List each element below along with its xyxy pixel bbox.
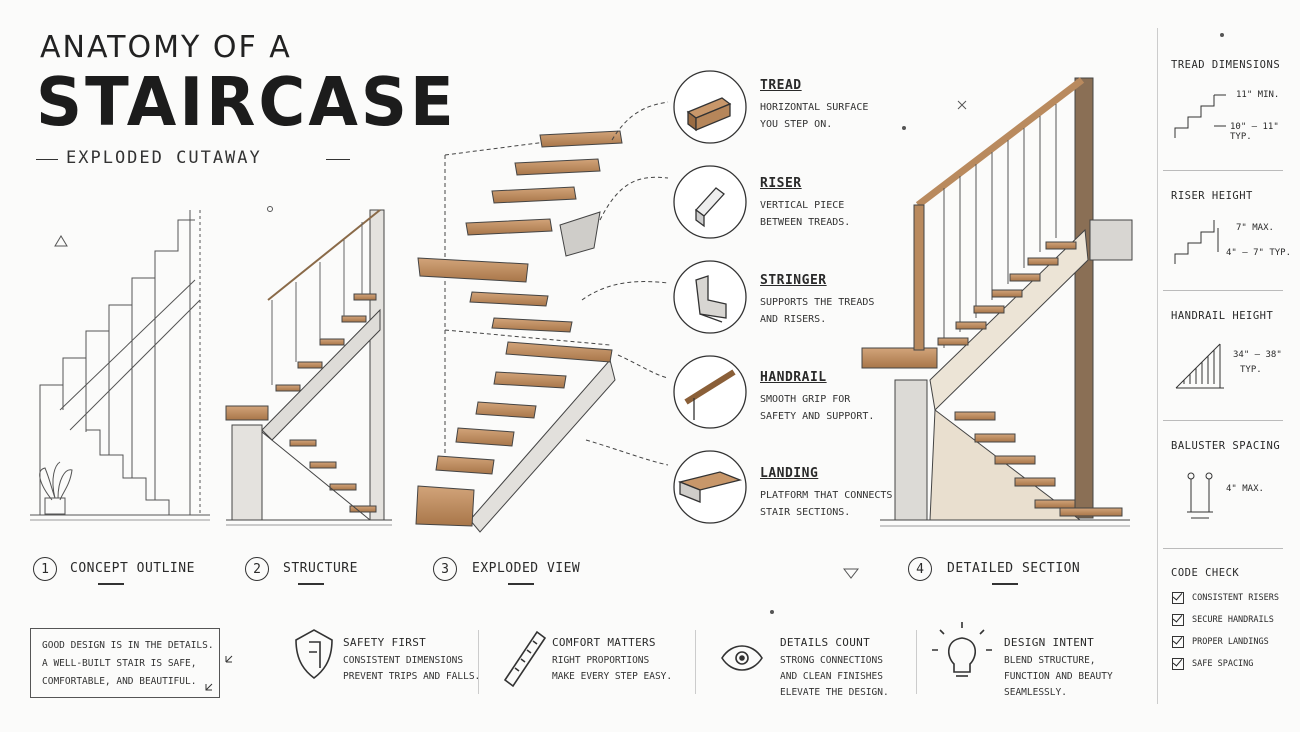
principle-desc: MAKE EVERY STEP EASY. — [552, 671, 673, 682]
component-desc: HORIZONTAL SURFACE YOU STEP ON. — [760, 102, 869, 130]
sidebar-separator — [1163, 170, 1283, 171]
component-desc: VERTICAL PIECE BETWEEN TREADS. — [760, 200, 851, 228]
principle-desc: AND CLEAN FINISHES — [780, 671, 883, 682]
component-landing: LANDING PLATFORM THAT CONNECTS STAIR SEC… — [760, 466, 900, 521]
component-riser: RISER VERTICAL PIECE BETWEEN TREADS. — [760, 176, 860, 231]
sidebar-tread-title: TREAD DIMENSIONS — [1171, 59, 1281, 71]
sidebar-tread-note: 11" MIN. — [1236, 90, 1280, 100]
code-check-item: CONSISTENT RISERS — [1172, 587, 1279, 609]
checkbox-checked-icon — [1172, 658, 1184, 670]
step-number: 3 — [433, 557, 457, 581]
structure-drawing — [225, 209, 392, 526]
principle-safety: SAFETY FIRST CONSISTENT DIMENSIONS PREVE… — [343, 636, 480, 685]
component-stringer: STRINGER SUPPORTS THE TREADS AND RISERS. — [760, 273, 875, 328]
step-label: EXPLODED VIEW — [472, 561, 581, 576]
principle-desc: STRONG CONNECTIONS — [780, 655, 883, 666]
component-icons — [673, 70, 747, 524]
quote-line: GOOD DESIGN IS IN THE DETAILS. — [42, 640, 214, 651]
principle-divider — [478, 630, 479, 694]
code-check-item: SECURE HANDRAILS — [1172, 609, 1279, 631]
title-line-1: ANATOMY OF A — [40, 30, 292, 65]
step-label: DETAILED SECTION — [947, 561, 1081, 576]
code-check-label: PROPER LANDINGS — [1192, 637, 1269, 647]
principle-divider — [695, 630, 696, 694]
code-check-label: SECURE HANDRAILS — [1192, 615, 1274, 625]
subtitle-rule — [326, 159, 350, 161]
quote-line: COMFORTABLE, AND BEAUTIFUL. — [42, 676, 197, 687]
component-title: TREAD — [760, 78, 802, 93]
subtitle-rule — [36, 159, 58, 161]
component-desc: PLATFORM THAT CONNECTS STAIR SECTIONS. — [760, 490, 893, 518]
sidebar-handrail-note: 34" – 38" — [1233, 350, 1282, 360]
code-check-label: SAFE SPACING — [1192, 659, 1254, 669]
step-label: STRUCTURE — [283, 561, 358, 576]
component-title: HANDRAIL — [760, 370, 827, 385]
component-desc: SMOOTH GRIP FOR SAFETY AND SUPPORT. — [760, 394, 875, 422]
step-underline — [992, 583, 1018, 585]
principle-comfort: COMFORT MATTERS RIGHT PROPORTIONS MAKE E… — [552, 636, 672, 685]
principle-icons — [295, 622, 992, 688]
sidebar-baluster-title: BALUSTER SPACING — [1171, 440, 1281, 452]
sidebar-diagrams — [1174, 94, 1226, 519]
sidebar-riser-note: 4" – 7" TYP. — [1226, 248, 1292, 258]
step-underline — [98, 583, 124, 585]
code-check-item: SAFE SPACING — [1172, 653, 1279, 675]
component-title: LANDING — [760, 466, 819, 481]
step-underline — [508, 583, 534, 585]
component-title: STRINGER — [760, 273, 827, 288]
principle-desc: ELEVATE THE DESIGN. — [780, 687, 889, 698]
principle-title: COMFORT MATTERS — [552, 636, 656, 649]
principle-title: SAFETY FIRST — [343, 636, 427, 649]
step-label: CONCEPT OUTLINE — [70, 561, 195, 576]
sidebar-separator — [1163, 420, 1283, 421]
principle-desc: FUNCTION AND BEAUTY — [1004, 671, 1113, 682]
step-number: 4 — [908, 557, 932, 581]
callout-arrows — [581, 101, 669, 466]
sidebar-handrail-title: HANDRAIL HEIGHT — [1171, 310, 1274, 322]
principle-desc: PREVENT TRIPS AND FALLS. — [343, 671, 481, 682]
component-desc: SUPPORTS THE TREADS AND RISERS. — [760, 297, 875, 325]
principle-design-intent: DESIGN INTENT BLEND STRUCTURE, FUNCTION … — [1004, 636, 1113, 701]
code-check-item: PROPER LANDINGS — [1172, 631, 1279, 653]
sidebar-riser-note: 7" MAX. — [1236, 223, 1274, 233]
sidebar-baluster-note: 4" MAX. — [1226, 484, 1264, 494]
code-check-label: CONSISTENT RISERS — [1192, 593, 1279, 603]
quote-box — [30, 628, 220, 698]
sidebar-tread-note: 10" – 11" TYP. — [1230, 122, 1279, 142]
principle-title: DETAILS COUNT — [780, 636, 870, 649]
page-title: STAIRCASE — [36, 64, 457, 142]
principle-details: DETAILS COUNT STRONG CONNECTIONS AND CLE… — [780, 636, 889, 701]
checkbox-checked-icon — [1172, 636, 1184, 648]
principle-desc: SEAMLESSLY. — [1004, 687, 1067, 698]
checkbox-checked-icon — [1172, 592, 1184, 604]
principle-title: DESIGN INTENT — [1004, 636, 1094, 649]
checkbox-checked-icon — [1172, 614, 1184, 626]
quote-arrows — [205, 655, 233, 691]
component-title: RISER — [760, 176, 802, 191]
sidebar-divider — [1157, 28, 1158, 704]
component-tread: TREAD HORIZONTAL SURFACE YOU STEP ON. — [760, 78, 870, 133]
detailed-section-drawing — [861, 77, 1133, 527]
subtitle: EXPLODED CUTAWAY — [66, 148, 262, 168]
quote-line: A WELL-BUILT STAIR IS SAFE, — [42, 658, 197, 669]
principle-desc: CONSISTENT DIMENSIONS — [343, 655, 464, 666]
concept-outline-drawing — [30, 210, 210, 521]
principle-divider — [916, 630, 917, 694]
exploded-view-drawing — [415, 130, 623, 533]
principle-desc: BLEND STRUCTURE, — [1004, 655, 1096, 666]
step-underline — [298, 583, 324, 585]
component-handrail: HANDRAIL SMOOTH GRIP FOR SAFETY AND SUPP… — [760, 370, 875, 425]
step-number: 1 — [33, 557, 57, 581]
sidebar-handrail-note: TYP. — [1240, 365, 1262, 375]
sidebar-riser-title: RISER HEIGHT — [1171, 190, 1253, 202]
step-number: 2 — [245, 557, 269, 581]
principle-desc: RIGHT PROPORTIONS — [552, 655, 650, 666]
code-check-list: CONSISTENT RISERS SECURE HANDRAILS PROPE… — [1172, 587, 1279, 675]
code-check-title: CODE CHECK — [1171, 567, 1240, 579]
sidebar-separator — [1163, 290, 1283, 291]
sidebar-separator — [1163, 548, 1283, 549]
